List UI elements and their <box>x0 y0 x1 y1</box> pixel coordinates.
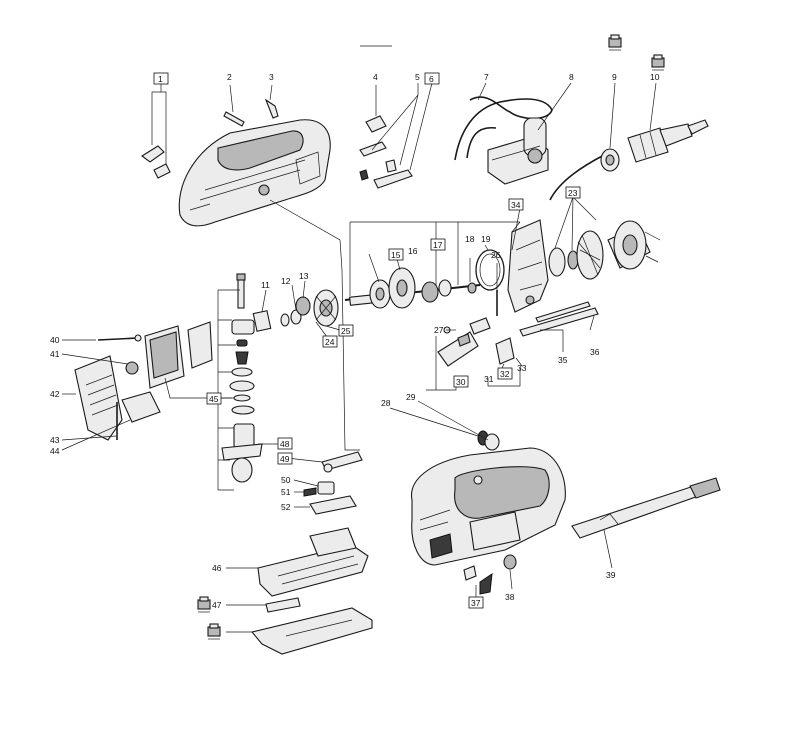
label-8: 8 <box>569 72 574 82</box>
wire-9 <box>549 154 605 201</box>
label-43: 43 <box>50 435 60 445</box>
label-48: 48 <box>280 439 290 449</box>
label-26: 26 <box>491 250 501 260</box>
label-40: 40 <box>50 335 60 345</box>
label-28: 28 <box>381 398 391 408</box>
label-45: 45 <box>209 394 219 404</box>
accessory-icon <box>197 596 211 613</box>
label-16: 16 <box>408 246 418 256</box>
label-23: 23 <box>568 188 578 198</box>
plunger-rod <box>236 273 246 309</box>
label-2: 2 <box>227 72 232 82</box>
label-18: 18 <box>465 234 475 244</box>
shoe-plate-48 <box>251 607 373 655</box>
label-39: 39 <box>606 570 616 580</box>
rod-39 <box>571 477 721 539</box>
part-18 <box>467 282 477 294</box>
part-17 <box>421 279 452 303</box>
accessory-icon <box>608 34 622 51</box>
label-41: 41 <box>50 349 60 359</box>
label-50: 50 <box>281 475 291 485</box>
insert-47 <box>265 597 301 613</box>
cover-42 <box>74 355 123 441</box>
parts-49-52 <box>303 451 363 515</box>
counterweight-24-25 <box>313 289 339 327</box>
label-boxes <box>153 72 581 609</box>
base-plate-46 <box>257 527 369 597</box>
parts-37-38 <box>463 554 517 595</box>
label-29: 29 <box>406 392 416 402</box>
label-27: 27 <box>434 325 444 335</box>
label-19: 19 <box>481 234 491 244</box>
label-52: 52 <box>281 502 291 512</box>
switch-parts-4-6 <box>359 115 413 189</box>
label-32: 32 <box>500 369 510 379</box>
label-38: 38 <box>505 592 515 602</box>
label-3: 3 <box>269 72 274 82</box>
label-42: 42 <box>50 389 60 399</box>
housing-shell-upper <box>178 119 331 227</box>
label-49: 49 <box>280 454 290 464</box>
roller-bracket <box>187 321 213 369</box>
parts-11-13 <box>252 296 311 332</box>
accessory-icon <box>651 54 665 71</box>
cap-41 <box>125 361 139 375</box>
knob-28-29 <box>477 430 500 451</box>
guide-rails-35-36 <box>519 301 599 337</box>
electronics-module-8 <box>487 117 549 185</box>
cable-7b <box>466 126 497 159</box>
label-12: 12 <box>281 276 291 286</box>
bearing-15 <box>369 279 391 309</box>
connector-block <box>144 325 185 389</box>
screws-2-3 <box>223 98 279 127</box>
label-36: 36 <box>590 347 600 357</box>
main-body-housing <box>411 447 566 566</box>
part-1-clips <box>141 145 171 179</box>
label-7: 7 <box>484 72 489 82</box>
label-25: 25 <box>341 326 351 336</box>
label-34: 34 <box>511 200 521 210</box>
seal-ring-19 <box>475 249 505 291</box>
part-labels: 1 2 3 4 5 6 7 8 9 10 11 12 13 15 16 17 1… <box>50 72 660 610</box>
connector-9 <box>600 148 620 172</box>
label-11: 11 <box>261 280 270 290</box>
label-33: 33 <box>517 363 527 373</box>
label-15: 15 <box>391 250 401 260</box>
plunger-10 <box>627 119 709 163</box>
label-35: 35 <box>558 355 568 365</box>
gear-16 <box>388 267 416 309</box>
accessory-icon <box>207 623 221 640</box>
label-31: 31 <box>484 374 494 384</box>
label-37: 37 <box>471 598 481 608</box>
label-51: 51 <box>281 487 291 497</box>
label-1: 1 <box>158 74 163 84</box>
lever-group-27-33 <box>437 317 515 367</box>
motor-23 <box>548 220 661 280</box>
label-5: 5 <box>415 72 420 82</box>
label-13: 13 <box>299 271 309 281</box>
screw-40 <box>97 334 142 342</box>
left-stack <box>221 319 263 483</box>
bracket-43-44 <box>116 391 161 440</box>
label-46: 46 <box>212 563 222 573</box>
label-17: 17 <box>433 240 443 250</box>
label-10: 10 <box>650 72 660 82</box>
label-44: 44 <box>50 446 60 456</box>
label-6: 6 <box>429 74 434 84</box>
label-47: 47 <box>212 600 222 610</box>
label-24: 24 <box>325 337 335 347</box>
gear-housing-34 <box>507 219 549 313</box>
label-4: 4 <box>373 72 378 82</box>
label-30: 30 <box>456 377 466 387</box>
label-9: 9 <box>612 72 617 82</box>
